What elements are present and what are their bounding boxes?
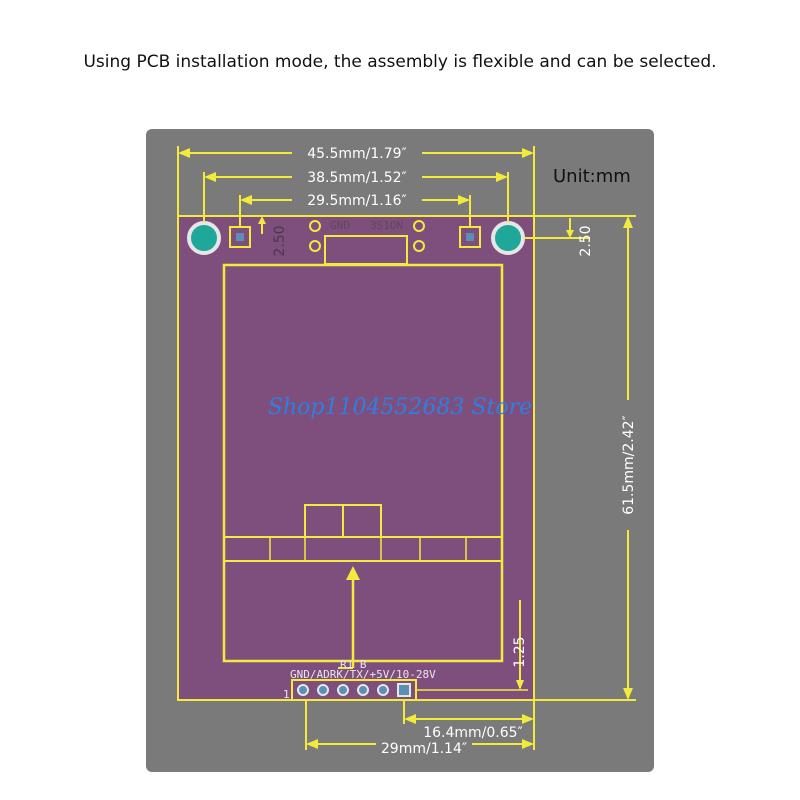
- square-pad-left-inner: [236, 233, 244, 241]
- dim-height: 61.5mm/2.42″: [621, 415, 637, 515]
- pin-1: [297, 684, 309, 696]
- dim-width-holes: 38.5mm/1.52″: [307, 170, 407, 186]
- top-pad-1: [309, 220, 321, 232]
- silk-3s1on: 3S1ON: [370, 219, 403, 232]
- silk-header-tag: R1 B: [340, 658, 367, 671]
- pin-5: [377, 684, 389, 696]
- dim-hole-right: 2.50: [578, 225, 594, 256]
- dim-width-outer: 45.5mm/1.79″: [307, 146, 407, 162]
- dim-header-width: 29mm/1.14″: [381, 741, 467, 757]
- silk-header-pins: GND/ADRK/TX/+5V/10-28V: [290, 668, 436, 681]
- top-pad-4: [413, 240, 425, 252]
- pin-2: [317, 684, 329, 696]
- top-pad-3: [413, 220, 425, 232]
- display-area: [222, 263, 504, 663]
- top-connector: [324, 235, 408, 265]
- mount-hole-right: [491, 221, 525, 255]
- pin-3: [337, 684, 349, 696]
- mount-hole-left: [187, 221, 221, 255]
- watermark: Shop1104552683 Store: [268, 395, 532, 420]
- silk-gnd: GND: [330, 219, 350, 232]
- dim-hole-left: 2.50: [272, 225, 288, 256]
- dim-width-pads: 29.5mm/1.16″: [307, 193, 407, 209]
- square-pad-right-inner: [466, 233, 474, 241]
- pin-4: [357, 684, 369, 696]
- dim-header-bottom: 1.25: [512, 636, 528, 667]
- caption: Using PCB installation mode, the assembl…: [83, 52, 717, 72]
- pin-6: [397, 683, 411, 697]
- unit-label: Unit:mm: [553, 166, 631, 187]
- silk-pin1: 1: [283, 688, 290, 701]
- dim-header-right: 16.4mm/0.65″: [423, 725, 523, 741]
- top-pad-2: [309, 240, 321, 252]
